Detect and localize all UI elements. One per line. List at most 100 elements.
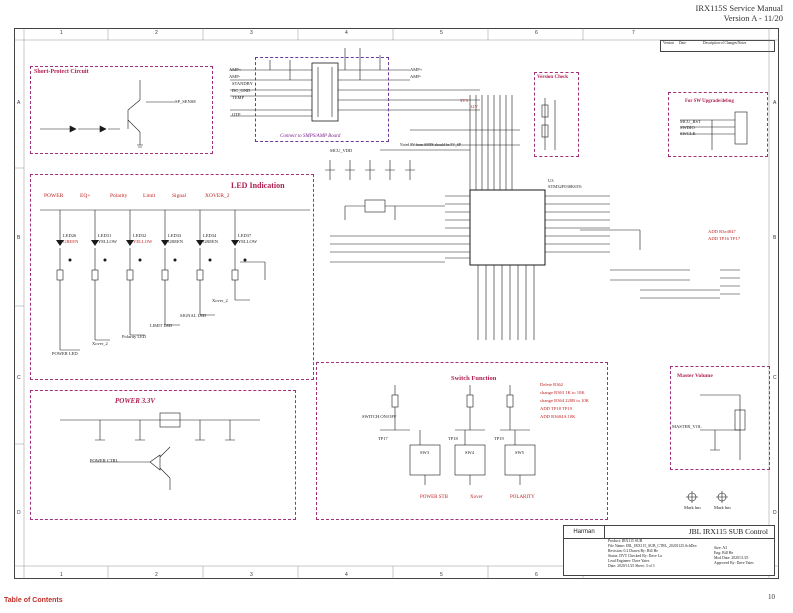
zone-col: 1 [60,30,63,36]
zone-col: 5 [440,30,443,36]
manual-title: IRX115S Service Manual [695,3,783,13]
short-protect-title: Short-Protect Circuit [34,69,89,75]
led-category: POWER [44,193,64,199]
master-volume-block: Master Volume [670,366,770,470]
led-category: Signal [172,193,187,199]
switch-tp: TP17 [378,436,388,441]
led-ref: LED32 [133,233,147,238]
led-color: GREEN [63,239,79,244]
led-net: Xover_2 [92,341,108,346]
rev-header: Date [679,41,686,45]
led-color: YELLOW [133,239,153,244]
net-sp-sense: SP_SENSE [175,99,197,104]
note-line: change R364 220R to 10K [540,398,589,403]
led-net: SIGNAL LED [180,313,207,318]
rev-header: Description of Changes/Notes [703,41,747,45]
mark-hole-label: Mark hm [714,505,731,510]
switch-name: Xover [470,495,483,500]
led-category: Polarity [110,193,128,199]
led-color: GREEN [203,239,218,244]
title-row: Status: DVT Checked By: Dave Lu [608,554,662,558]
zone-col: 2 [155,30,158,36]
switch-name: POWER STB [420,495,448,500]
net-switch-on: SWITCH ON/OFF [362,414,397,419]
zone-row: D [17,510,21,516]
zone-col: 6 [535,572,538,578]
net-mcu-rst: MCU_RST [680,119,701,124]
net-amp-plus: AMP+ [229,67,242,72]
title-right-row: Approved By: Dave Yates [714,561,754,565]
zone-row: C [17,375,21,381]
led-color: GREEN [168,239,183,244]
version-check-block: Version Check [534,72,579,157]
smps-connector-block: Connect to SMPS/AMP Board [255,57,389,142]
note-line: ADD TP18 TP19 [540,406,572,411]
mark-hole-label: Mark hm [684,505,701,510]
sw-upgrade-block: For SW Upgrade/debug [668,92,768,157]
net-amp-plus-r: AMP+ [410,67,423,72]
note-line: change R363 1K to 10K [540,390,585,395]
master-volume-title: Master Volume [677,373,713,379]
net-otp: OTP [232,112,241,117]
short-protect-block: Short-Protect Circuit [30,66,213,154]
net-temp: TEMP [232,95,245,100]
zone-col: 3 [250,30,253,36]
net-mcu-vdd: MCU_VDD [330,148,353,153]
sw-upgrade-title: For SW Upgrade/debug [685,99,734,104]
switch-tp: TP19 [494,436,504,441]
note-line: ADD TP16 TP17 [708,236,740,241]
ic-ref: U3 [548,178,554,183]
led-indication-block: LED Indication [30,174,314,380]
led-net: POWER LED [52,351,78,356]
title-right-rows: Size: A3 Eng: Bill He Mod Date: 2020/11/… [714,546,774,566]
zone-row: B [17,235,21,241]
zone-col: 4 [345,572,348,578]
net-note-5v: Noted 5V from SMPS should be 5V_SP [400,143,462,147]
net-swclk: SWCLK [680,131,696,136]
manual-version: Version A - 11/20 [723,13,783,23]
net-3v3: 3V3 [460,98,468,103]
led-indication-title: LED Indication [231,181,285,190]
title-row: Revision: 0.2 Drawn By: Bill He [608,549,658,553]
led-category: Limit [143,193,156,199]
zone-col: 1 [60,572,63,578]
title-row: Lead Engineer: Dave Yates [608,559,650,563]
zone-col: 6 [535,30,538,36]
company-name: Harman [564,526,605,539]
zone-row: D [773,510,777,516]
title-row: File Name: JBL_IRX115_SUB_CTRL_20201125.… [608,544,698,548]
schematic-sheet [14,28,779,579]
table-of-contents-link[interactable]: Table of Contents [4,597,63,604]
led-ref: LED26 [63,233,77,238]
net-master-vol: MASTER_VOL [672,424,702,429]
drawing-title: JBL IRX115 SUB Control [604,526,774,539]
led-net: LIMIT LED [150,323,173,328]
zone-row: A [17,100,21,106]
switch-function-title: Switch Function [451,375,497,382]
zone-row: A [773,100,777,106]
net-dc-gnd: DC_GND [232,88,251,93]
title-right-row: Eng: Bill He [714,551,734,555]
net-power-ctrl: POWER CTRL [90,458,119,463]
switch-function-block: Switch Function [316,362,608,520]
ic-part: STM32F030K6T6 [548,184,582,189]
led-category: EQ+ [80,193,91,199]
switch-ref: SW3 [420,450,429,455]
led-ref: LED33 [168,233,182,238]
net-amp-minus-r: AMP- [410,74,422,79]
switch-tp: TP18 [448,436,458,441]
led-net: Polarity LED [122,334,147,339]
rev-header: Version [663,41,674,45]
led-ref: LED37 [238,233,252,238]
title-right-row: Size: A3 [714,546,727,550]
title-row: Product: IRX115 SUB [608,539,643,543]
led-color: YELLOW [98,239,117,244]
led-ref: LED31 [98,233,112,238]
net-12v: 12V [470,104,478,109]
zone-col: 7 [632,30,635,36]
switch-ref: SW4 [465,450,474,455]
version-check-title: Version Check [537,75,569,80]
title-block: Harman JBL IRX115 SUB Control Product: I… [563,525,775,576]
note-line: ADD R3604A 10K [540,414,576,419]
